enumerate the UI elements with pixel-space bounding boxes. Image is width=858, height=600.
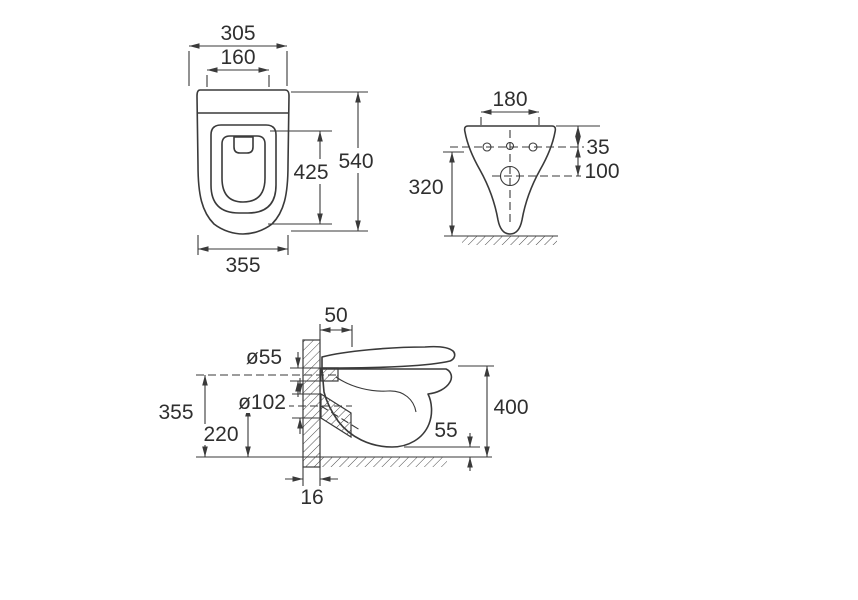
dimension-labels: 305 160 425 540 355 180 35 100 320 50 ø5…: [158, 22, 623, 509]
plan-seat: [210, 124, 277, 214]
dim-plan-hinge-spacing: 160: [220, 46, 255, 69]
plan-flush-notch: [233, 136, 254, 154]
dim-front-inlet-drop: 100: [584, 160, 619, 183]
plan-seat-opening: [221, 135, 266, 203]
dim-side-panel-thickness: 16: [300, 486, 323, 509]
dim-side-inlet-height: 355: [158, 401, 193, 424]
front-view: [443, 109, 612, 245]
dim-front-hole-spacing: 180: [492, 88, 527, 111]
dim-side-hinge-offset: 50: [324, 304, 347, 327]
dim-side-outlet-diameter: ø102: [238, 391, 286, 414]
front-dimension-lines: [443, 109, 600, 236]
dim-front-top-offset: 35: [586, 136, 609, 159]
dim-side-inlet-diameter: ø55: [246, 346, 282, 369]
front-outline: [463, 125, 557, 235]
side-floor-hatch: [320, 457, 447, 467]
dim-plan-seat-depth: 425: [293, 161, 328, 184]
side-view: [196, 324, 494, 486]
side-wall-hatch: [302, 339, 321, 468]
dim-plan-total-depth: 540: [338, 150, 373, 173]
dim-front-height: 320: [408, 176, 443, 199]
side-trap-curve: [335, 376, 417, 413]
front-ground-hatch: [462, 236, 557, 245]
dim-plan-top-width: 305: [220, 22, 255, 45]
dim-side-floor-clearance: 55: [434, 419, 457, 442]
side-seat-profile: [321, 345, 456, 369]
dim-side-rim-height: 400: [493, 396, 528, 419]
side-outlet-centerline-diagonal: [320, 405, 361, 431]
plan-outline: [196, 89, 290, 235]
dim-side-outlet-height: 220: [203, 423, 238, 446]
dim-plan-width: 355: [225, 254, 260, 277]
